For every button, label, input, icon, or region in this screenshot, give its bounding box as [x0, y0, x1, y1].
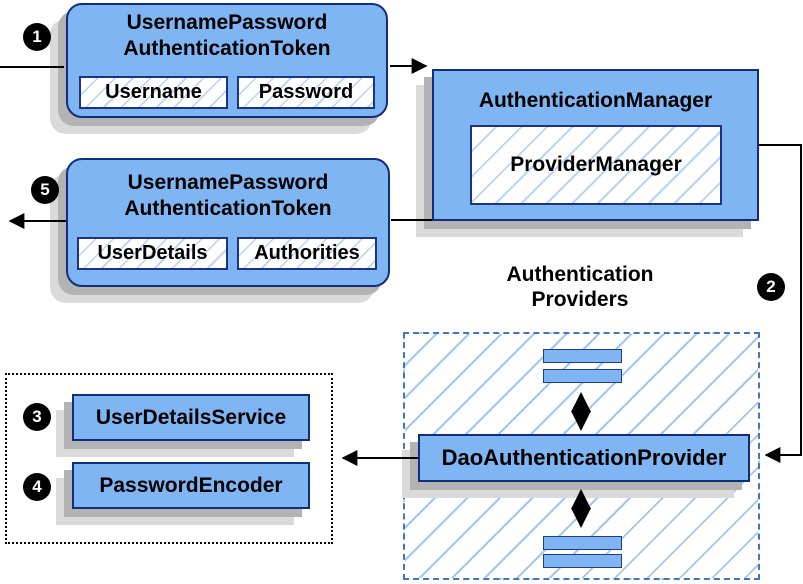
provider-bar-bottom-2 — [543, 554, 622, 568]
step-4-badge: 4 — [23, 473, 51, 501]
userdetails-field: UserDetails — [77, 237, 228, 270]
step-1-badge: 1 — [23, 23, 51, 51]
provider-bar-bottom-1 — [543, 536, 622, 550]
password-field: Password — [237, 76, 375, 109]
user-details-service-node: UserDetailsService — [72, 394, 310, 441]
authentication-providers-label-line1: Authentication — [506, 263, 654, 286]
provider-bar-top-1 — [543, 349, 622, 363]
request-token-title-line1: UsernamePassword — [126, 11, 328, 34]
authorities-field: Authorities — [237, 237, 377, 270]
response-token-node: UsernamePassword AuthenticationToken Use… — [66, 158, 390, 287]
provider-manager-node: ProviderManager — [470, 125, 722, 205]
authentication-providers-label: Authentication Providers — [460, 262, 700, 312]
username-field: Username — [79, 76, 228, 109]
request-token-title: UsernamePassword AuthenticationToken — [68, 10, 386, 62]
response-token-title: UsernamePassword AuthenticationToken — [68, 170, 388, 222]
step-3-badge: 3 — [23, 403, 51, 431]
provider-bar-top-2 — [543, 369, 622, 383]
step-5-badge: 5 — [31, 176, 59, 204]
authentication-providers-label-line2: Providers — [531, 288, 629, 311]
authentication-manager-node: AuthenticationManager ProviderManager — [432, 69, 759, 221]
services-zone — [5, 373, 333, 544]
request-token-title-line2: AuthenticationToken — [123, 37, 331, 60]
request-token-node: UsernamePassword AuthenticationToken Use… — [66, 3, 388, 118]
response-token-title-line1: UsernamePassword — [127, 171, 329, 194]
dao-authentication-provider-node: DaoAuthenticationProvider — [418, 434, 750, 482]
response-token-title-line2: AuthenticationToken — [124, 197, 332, 220]
step-2-badge: 2 — [757, 273, 785, 301]
authentication-manager-title: AuthenticationManager — [478, 89, 713, 112]
password-encoder-node: PasswordEncoder — [72, 462, 310, 509]
